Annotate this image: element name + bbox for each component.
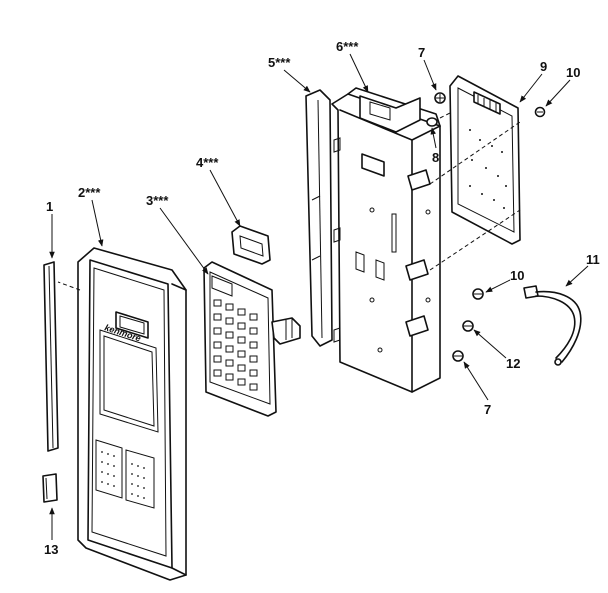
callout-7-lower: 7 — [484, 402, 491, 417]
callout-8: 8 — [432, 150, 439, 165]
callout-7-top: 7 — [418, 45, 425, 60]
callout-12: 12 — [506, 356, 520, 371]
callout-10-top: 10 — [566, 65, 580, 80]
callout-3: 3*** — [146, 193, 169, 208]
callout-6: 6*** — [336, 39, 359, 54]
callout-leaders — [49, 53, 589, 540]
callout-labels: 1 2*** 3*** 4*** 5*** 6*** 7 8 9 10 10 1… — [44, 39, 600, 557]
part-7-screw-top — [434, 92, 446, 104]
part-13-small-piece — [42, 473, 58, 503]
callout-5: 5*** — [268, 55, 291, 70]
callout-1: 1 — [46, 199, 53, 214]
part-3-keypad — [203, 261, 301, 417]
callout-13: 13 — [44, 542, 58, 557]
assembly-guide-lines — [57, 111, 521, 291]
callout-4: 4*** — [196, 155, 219, 170]
part-8-washer — [426, 117, 438, 127]
part-4-gasket — [231, 225, 271, 265]
callout-9: 9 — [540, 59, 547, 74]
part-5-bracket-strip — [305, 89, 333, 347]
part-2-door-panel: kenmore — [77, 247, 187, 581]
part-11-wire-harness — [523, 285, 582, 366]
part-10-screw-top — [534, 106, 546, 118]
callout-11: 11 — [586, 252, 600, 267]
part-10-screw-lower — [472, 288, 484, 300]
part-1-trim-strip — [43, 261, 59, 452]
part-12-screw — [462, 320, 474, 332]
part-9-circuit-board — [449, 75, 521, 245]
part-6-control-chassis — [331, 87, 441, 393]
callout-10-lower: 10 — [510, 268, 524, 283]
part-7-screw-lower — [452, 350, 464, 362]
callout-2: 2*** — [78, 185, 101, 200]
